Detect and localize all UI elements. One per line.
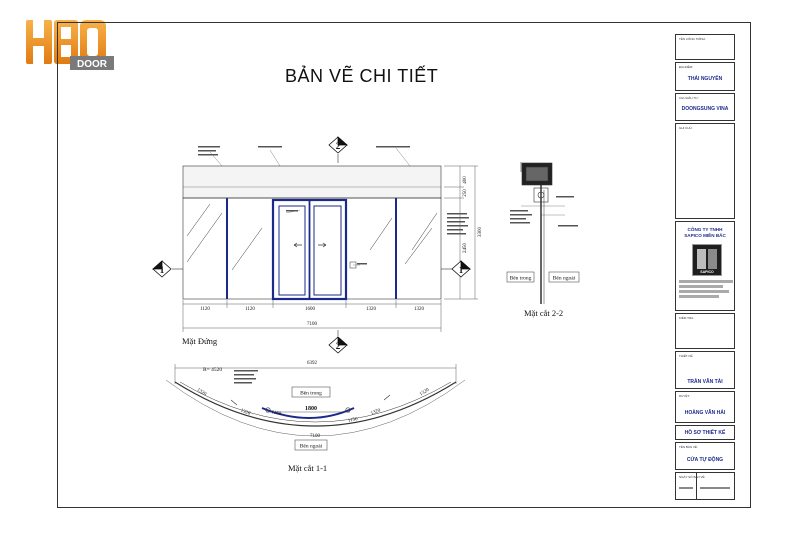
tb-checker-label: KIỂM TRA: (679, 316, 694, 320)
section-marker-right (451, 260, 472, 278)
tb-notes: GHI CHÚ: (675, 123, 735, 219)
arc-dim-2: 1320 (240, 408, 252, 417)
arc-dim-5: 1320 (370, 408, 382, 417)
dim-bottom-3: 1600 (305, 307, 316, 312)
section-1-1-label: Mặt cắt 1-1 (288, 463, 327, 473)
tb-drawing-name-label: TÊN BẢN VẼ: (679, 445, 698, 449)
tb-owner: CHỦ ĐẦU TƯ: DOONGSUNG VINA (675, 93, 735, 121)
tb-designer-label: THIẾT KẾ: (679, 354, 694, 358)
section-marker-bottom (328, 336, 349, 354)
tb-location-label: ĐỊA ĐIỂM: (679, 65, 694, 69)
dim-right-400: 400 (463, 176, 468, 184)
section-1-1-arc-length: 7100 (310, 434, 321, 439)
sapico-logo: SAPICO (692, 244, 722, 276)
tb-location: ĐỊA ĐIỂM: THÁI NGUYÊN (675, 62, 735, 91)
section-1-1-chord: 6392 (307, 361, 318, 366)
tb-document-type: HỒ SƠ THIẾT KẾ (675, 425, 735, 440)
section-marker-right-label: 1 (459, 265, 464, 275)
section-marker-bottom-label: 2 (336, 341, 341, 351)
elevation-label: Mặt Đứng (182, 336, 218, 346)
dim-bottom-2: 1120 (245, 307, 255, 312)
title-block: TÊN CÔNG TRÌNH: ĐỊA ĐIỂM: THÁI NGUYÊN CH… (675, 34, 737, 500)
logo-subtext: DOOR (77, 59, 108, 70)
arc-dim-3: 1150 (271, 410, 282, 417)
section-1-1 (165, 364, 466, 437)
section-marker-left (151, 260, 172, 278)
tb-drawing-name: TÊN BẢN VẼ: CỬA TỰ ĐỘNG (675, 442, 735, 470)
section-marker-top-label: 2 (336, 141, 341, 151)
dim-right-2450: 2450 (463, 243, 468, 254)
tb-designer: THIẾT KẾ: TRẦN VĂN TÀI (675, 351, 735, 389)
drawing-sheet-border (57, 22, 751, 508)
tb-checker: KIỂM TRA: (675, 313, 735, 349)
dim-bottom-1: 1120 (200, 307, 210, 312)
tb-document-type-value: HỒ SƠ THIẾT KẾ (684, 430, 726, 436)
tb-project-name-label: TÊN CÔNG TRÌNH: (679, 37, 706, 41)
tb-company-name: CÔNG TY TNHH SAPICO MIỀN BẮC (684, 227, 726, 238)
section-1-1-outside: Bên ngoài (300, 444, 323, 450)
tb-drawing-name-value: CỬA TỰ ĐỘNG (686, 457, 724, 463)
section-marker-left-label: 1 (160, 265, 165, 275)
tb-project-name: TÊN CÔNG TRÌNH: (675, 34, 735, 60)
tb-approver: DUYỆT: HOÀNG VĂN HẢI (675, 391, 735, 423)
dim-bottom-4: 1320 (366, 307, 377, 312)
section-2-2-outside: Bên ngoài (553, 276, 576, 282)
dim-right-3300: 3300 (478, 227, 483, 238)
tb-notes-label: GHI CHÚ: (679, 126, 693, 130)
header-band (182, 165, 442, 199)
section-marker-top (328, 136, 349, 154)
drawing-title: BẢN VẼ CHI TIẾT (285, 66, 439, 86)
tb-approver-value: HOÀNG VĂN HẢI (684, 410, 726, 416)
section-2-2-label: Mặt cắt 2-2 (524, 308, 563, 318)
tb-owner-value: DOONGSUNG VINA (681, 106, 729, 112)
section-1-1-center-dim: 1800 (305, 406, 317, 412)
arc-dim-1: 1320 (196, 388, 208, 398)
tb-date-number: NGÀY SỐ BẢN VẼ: (675, 472, 735, 500)
hbd-door-logo: DOOR (24, 16, 116, 74)
dim-total-width: 7100 (307, 322, 318, 327)
dim-bottom-5: 1320 (414, 307, 425, 312)
section-1-1-inside: Bên trong (300, 391, 322, 397)
sapico-logo-text: SAPICO (700, 270, 714, 274)
tb-date-number-label: NGÀY SỐ BẢN VẼ: (679, 475, 706, 479)
tb-approver-label: DUYỆT: (679, 394, 690, 398)
section-1-1-radius: R= 4520 (203, 367, 222, 373)
arc-dim-4: 1150 (348, 417, 359, 424)
tb-owner-label: CHỦ ĐẦU TƯ: (679, 96, 699, 100)
tb-company: CÔNG TY TNHH SAPICO MIỀN BẮC SAPICO (675, 221, 735, 311)
tb-location-value: THÁI NGUYÊN (687, 76, 723, 82)
section-2-2 (520, 162, 565, 304)
arc-dim-6: 1320 (419, 387, 431, 397)
tb-designer-value: TRẦN VĂN TÀI (687, 379, 723, 385)
section-2-2-inside: Bên trong (510, 276, 532, 282)
dim-right-250: 250 (463, 189, 468, 197)
